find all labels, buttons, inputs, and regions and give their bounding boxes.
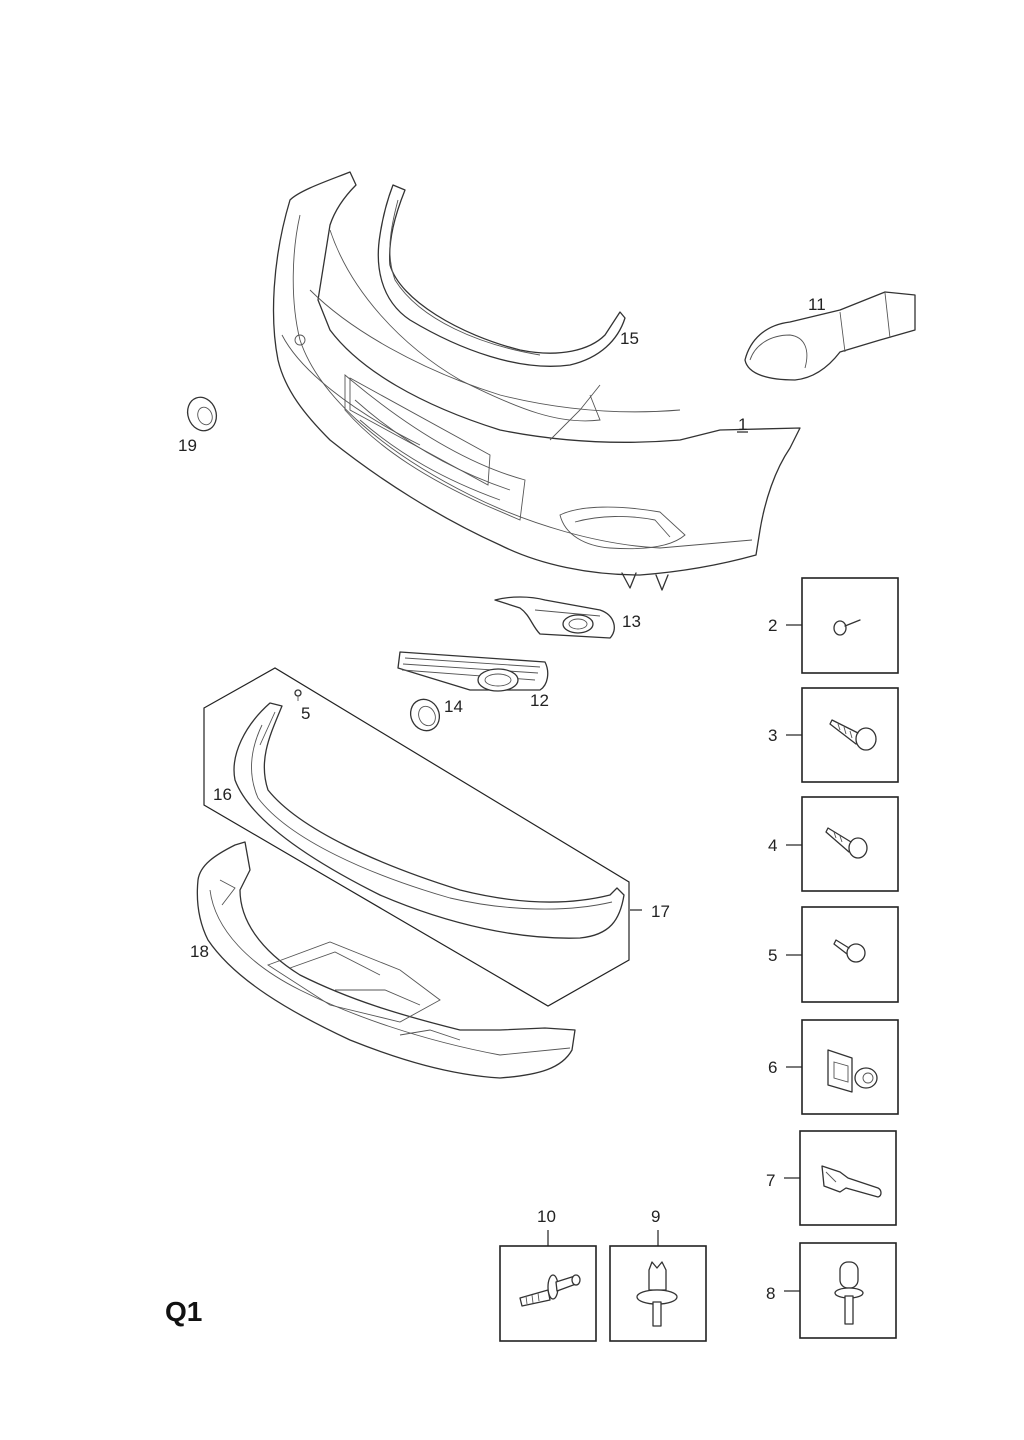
callout-6: 6 xyxy=(768,1058,777,1077)
part-8-plastic-rivet[interactable] xyxy=(834,1261,864,1325)
callout-13: 13 xyxy=(622,612,641,631)
callout-10: 10 xyxy=(537,1207,556,1226)
callout-8: 8 xyxy=(766,1284,775,1303)
part-15-upper-trim-strip[interactable] xyxy=(377,184,626,367)
part-14-fog-light-ring[interactable] xyxy=(406,695,445,736)
callout-19: 19 xyxy=(178,436,197,455)
part-7-push-rivet[interactable] xyxy=(821,1165,882,1198)
callout-12: 12 xyxy=(530,691,549,710)
part-9-clip[interactable] xyxy=(636,1261,678,1327)
callout-2: 2 xyxy=(768,616,777,635)
part-3-self-tapping-screw[interactable] xyxy=(829,719,877,751)
box-part-2 xyxy=(801,577,899,674)
callout-15: 15 xyxy=(620,329,639,348)
callout-16: 16 xyxy=(213,785,232,804)
callout-5-inline: 5 xyxy=(301,704,310,723)
callout-17: 17 xyxy=(651,902,670,921)
part-13-fog-light-bezel[interactable] xyxy=(494,596,615,639)
callout-18: 18 xyxy=(190,942,209,961)
callout-11: 11 xyxy=(808,295,826,314)
box-part-3 xyxy=(801,687,899,783)
part-16-lower-spoiler-lip[interactable] xyxy=(233,702,625,939)
part-18-underbody-panel[interactable] xyxy=(196,841,576,1079)
part-5-screw-inline[interactable] xyxy=(294,689,302,701)
part-19-tow-hook-cover[interactable] xyxy=(183,393,221,435)
part-1-front-bumper[interactable] xyxy=(272,171,801,591)
callout-9: 9 xyxy=(651,1207,660,1226)
part-11-air-duct[interactable] xyxy=(744,291,916,381)
kit-17-outline xyxy=(203,667,630,1007)
part-4-flange-screw[interactable] xyxy=(825,827,868,859)
page-id: Q1 xyxy=(165,1296,202,1327)
callout-7: 7 xyxy=(766,1171,775,1190)
callout-14: 14 xyxy=(444,697,463,716)
callout-1: 1 xyxy=(738,415,747,434)
callout-5: 5 xyxy=(768,946,777,965)
part-10-expansion-rivet[interactable] xyxy=(519,1274,581,1307)
callout-3: 3 xyxy=(768,726,777,745)
part-12-fog-light-grille[interactable] xyxy=(397,651,549,692)
part-5-screw[interactable] xyxy=(833,939,866,963)
part-2-screw[interactable] xyxy=(833,619,861,636)
callout-4: 4 xyxy=(768,836,777,855)
part-6-speed-nut-clip[interactable] xyxy=(827,1049,878,1093)
